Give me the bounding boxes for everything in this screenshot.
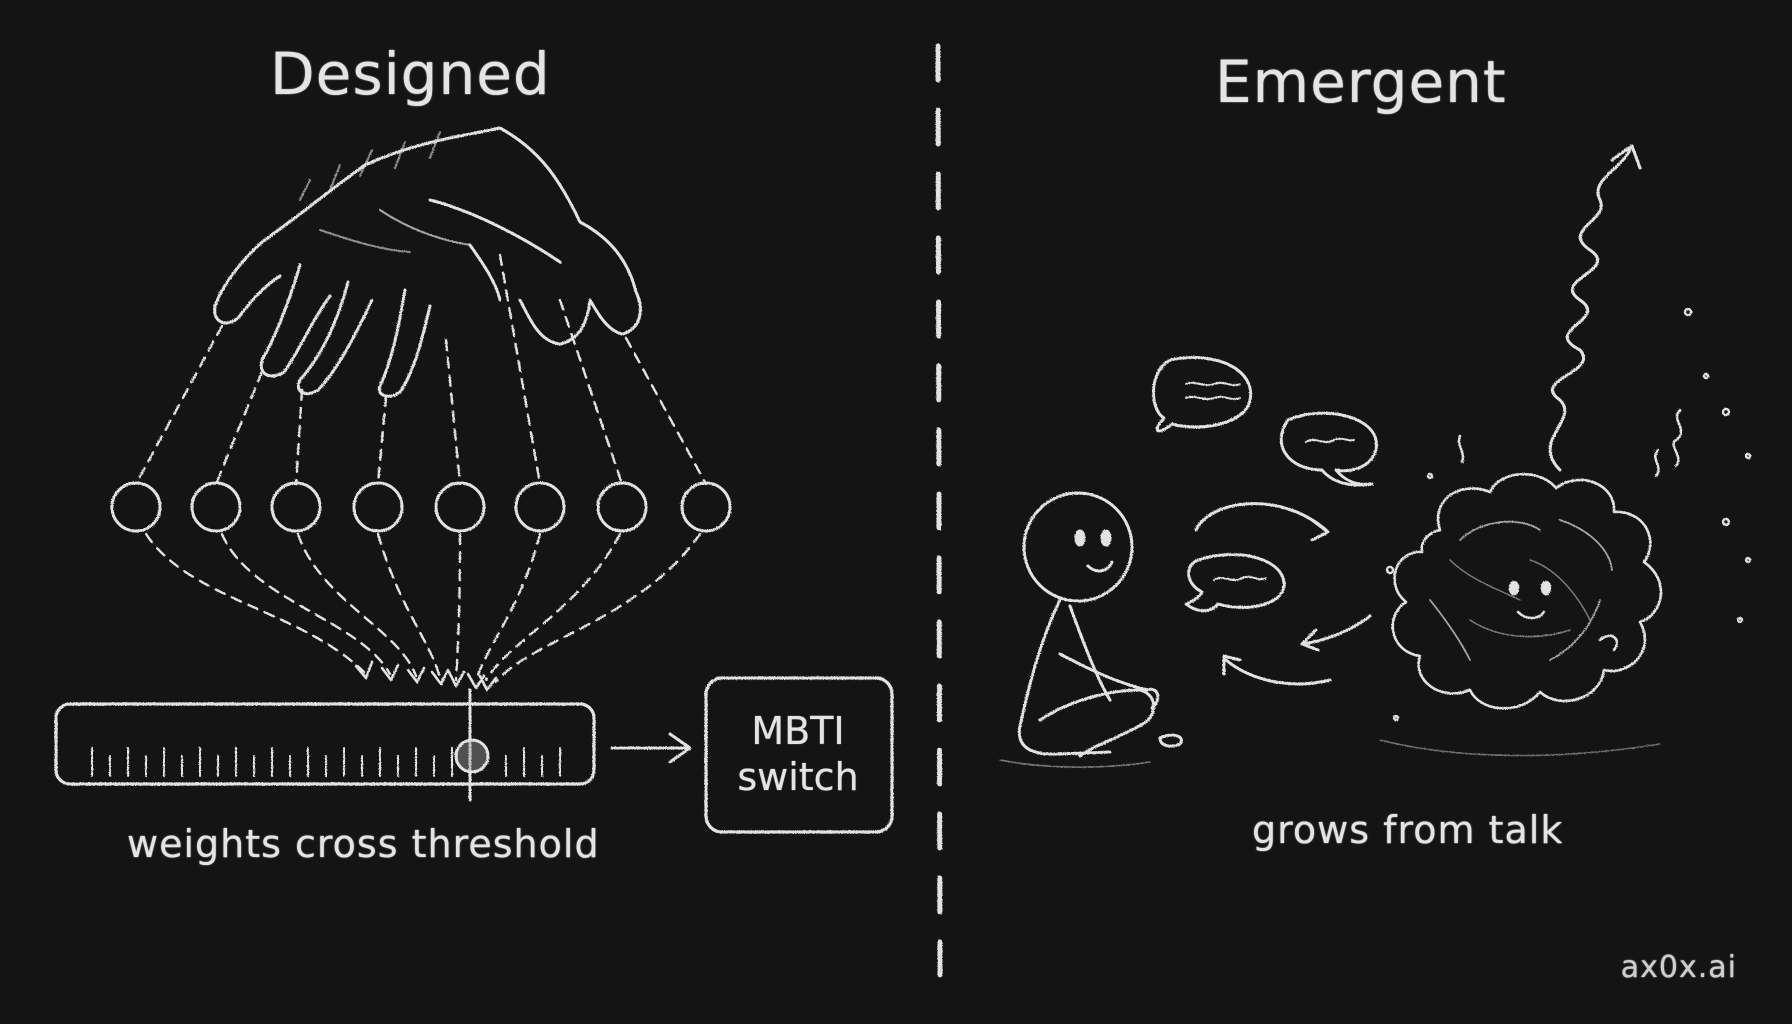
mbti-switch-label-line1: MBTI bbox=[751, 709, 845, 753]
converging-arrowheads bbox=[354, 660, 498, 692]
emergent-caption: grows from talk bbox=[1252, 808, 1564, 852]
mbti-switch-box bbox=[704, 676, 894, 834]
center-divider bbox=[935, 43, 943, 978]
weight-node bbox=[680, 481, 732, 533]
speech-bubble-icon bbox=[1279, 411, 1378, 487]
person-icon bbox=[999, 491, 1183, 768]
emergent-title: Emergent bbox=[1215, 48, 1507, 116]
squiggle-arrow-icon bbox=[1548, 144, 1642, 472]
speech-bubble-icon bbox=[1184, 552, 1286, 613]
cloud-creature-icon bbox=[1379, 472, 1663, 757]
weight-node bbox=[596, 481, 648, 533]
threshold-knob bbox=[454, 738, 490, 774]
sparkle-specks bbox=[1385, 307, 1752, 722]
threshold-slider bbox=[54, 688, 596, 802]
weight-node bbox=[110, 481, 162, 533]
weight-nodes bbox=[110, 481, 732, 533]
weight-node bbox=[190, 481, 242, 533]
converging-arrows bbox=[144, 532, 702, 684]
weight-node bbox=[514, 481, 566, 533]
hand-strings bbox=[134, 253, 708, 486]
exchange-arrows bbox=[1194, 502, 1372, 686]
designed-caption: weights cross threshold bbox=[127, 822, 600, 866]
arrow-right-icon bbox=[610, 732, 692, 764]
hand-icon bbox=[213, 126, 642, 398]
mbti-switch-label-line2: switch bbox=[737, 755, 859, 799]
weight-node bbox=[434, 481, 486, 533]
weight-node bbox=[352, 481, 404, 533]
designed-title: Designed bbox=[270, 40, 551, 108]
mbti-switch-label: MBTI switch bbox=[706, 708, 890, 800]
watermark: ax0x.ai bbox=[1620, 950, 1737, 985]
speech-bubble-icon bbox=[1151, 356, 1253, 433]
weight-node bbox=[270, 481, 322, 533]
